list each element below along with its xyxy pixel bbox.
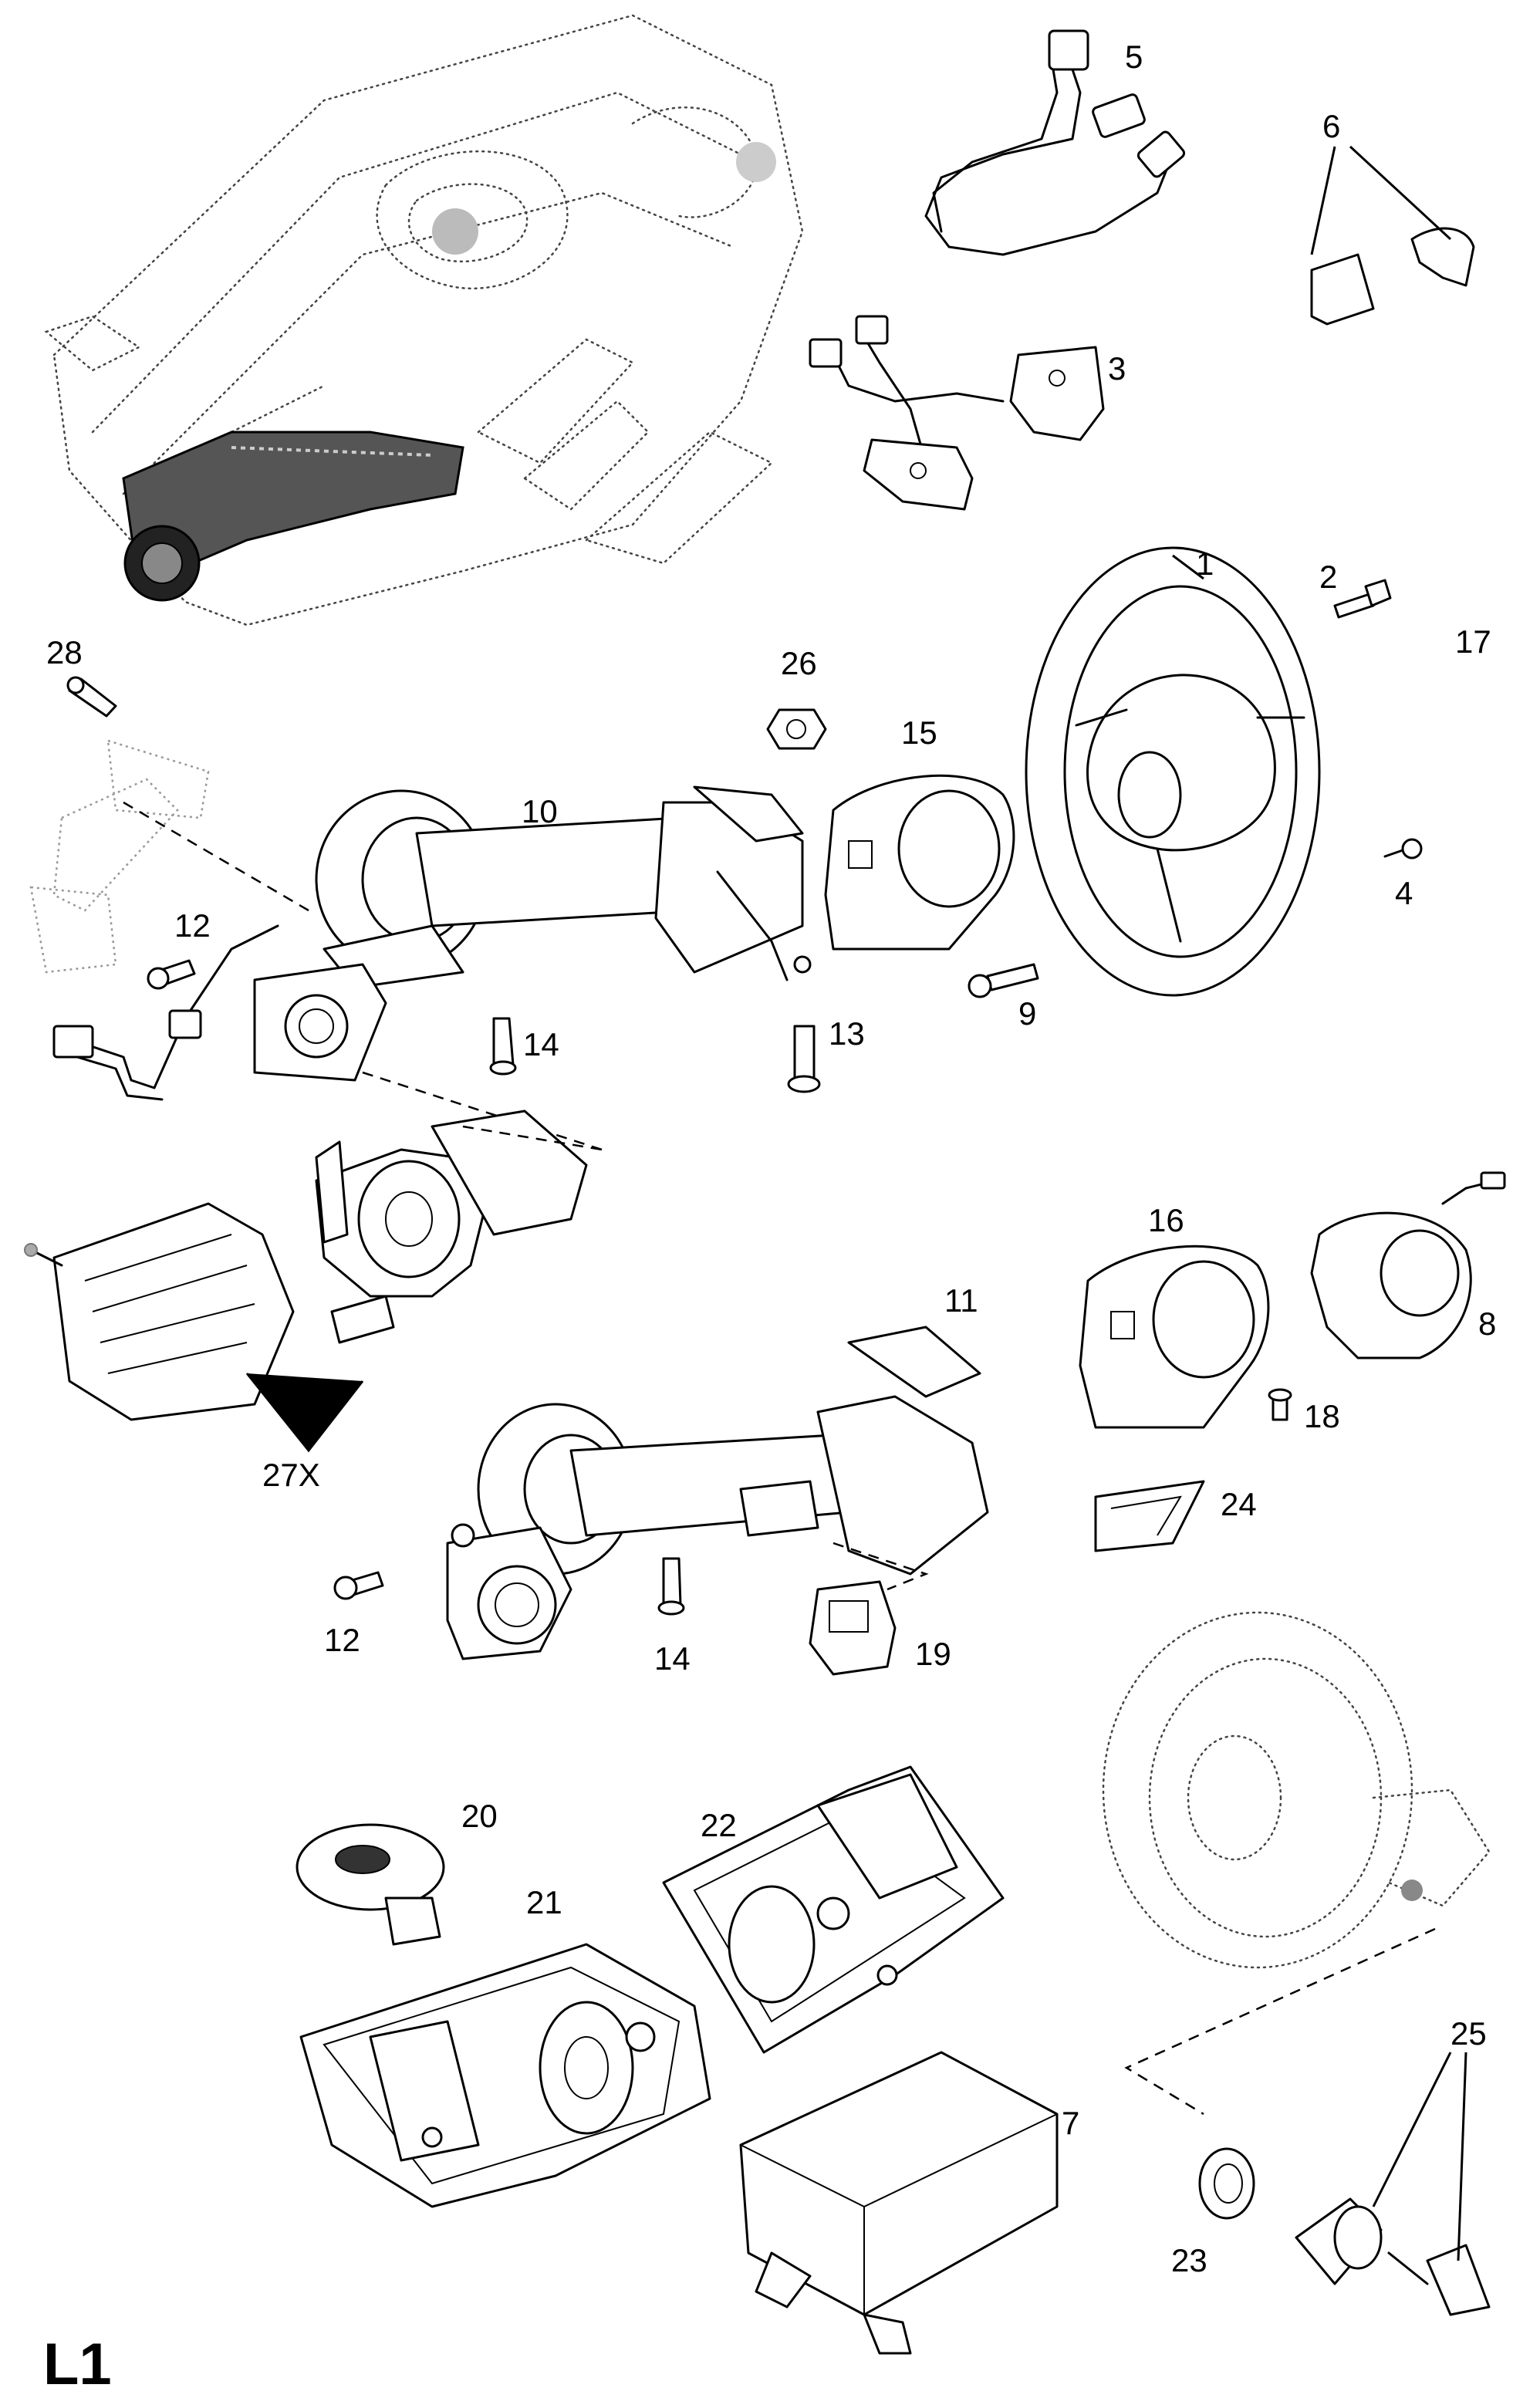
callout-11: 11 bbox=[944, 1282, 978, 1319]
callout-18: 18 bbox=[1304, 1398, 1340, 1434]
part-1-steering-wheel bbox=[1025, 546, 1321, 997]
column-mounting-bracket bbox=[253, 963, 387, 1082]
part-12-bolt-lower bbox=[333, 1571, 384, 1600]
callout-2: 2 bbox=[1319, 559, 1337, 595]
part-2-bolt bbox=[1333, 579, 1392, 619]
callout-1: 1 bbox=[1196, 545, 1214, 582]
callout-5: 5 bbox=[1125, 39, 1143, 75]
callout-9: 9 bbox=[1018, 995, 1036, 1032]
part-3-wheel-switches bbox=[809, 315, 1105, 511]
callout-14-upper: 14 bbox=[523, 1026, 559, 1062]
callout-labels: 1 2 3 4 5 6 7 8 9 10 11 12 12 13 14 14 1… bbox=[46, 39, 1496, 2278]
part-8-clock-spring bbox=[1310, 1171, 1506, 1359]
callout-25: 25 bbox=[1451, 2015, 1487, 2052]
part-18-screw bbox=[1268, 1388, 1292, 1421]
part-16-column-shroud bbox=[1079, 1245, 1270, 1429]
part-15-column-shroud bbox=[824, 774, 1015, 951]
callout-16: 16 bbox=[1148, 1202, 1184, 1238]
callout-22: 22 bbox=[701, 1807, 737, 1843]
part-10-steering-column bbox=[315, 785, 812, 989]
part-27x-power-steering-unit bbox=[24, 1109, 588, 1421]
part-5-wiring-harness bbox=[924, 29, 1186, 256]
callout-20: 20 bbox=[461, 1798, 498, 1834]
part-23-ring bbox=[1198, 2147, 1255, 2220]
part-25-key bbox=[1387, 2244, 1491, 2316]
intermediate-shaft-reference bbox=[29, 739, 210, 974]
callout-28: 28 bbox=[46, 634, 83, 670]
callout-10: 10 bbox=[522, 793, 558, 829]
callout-23: 23 bbox=[1171, 2242, 1207, 2278]
steering-wheel-reference bbox=[1102, 1611, 1491, 1969]
part-20-horn-button bbox=[296, 1823, 445, 1946]
callout-27x: 27X bbox=[262, 1457, 320, 1493]
part-13-bolt bbox=[787, 1025, 821, 1093]
part-26-nut bbox=[766, 708, 827, 750]
part-21-airbag-housing bbox=[299, 1943, 711, 2208]
part-11-steering-column bbox=[446, 1326, 989, 1660]
callout-6: 6 bbox=[1322, 108, 1340, 144]
callout-14-lower: 14 bbox=[654, 1640, 691, 1677]
part-9-bolt bbox=[968, 963, 1039, 998]
cable-to-column bbox=[52, 924, 279, 1101]
part-24-clip bbox=[1094, 1480, 1205, 1552]
part-4-screw bbox=[1383, 838, 1423, 860]
steering-column-in-dashboard bbox=[122, 431, 464, 602]
part-19-switch bbox=[809, 1580, 897, 1676]
part-14-bolt-lower bbox=[657, 1557, 685, 1616]
callout-13: 13 bbox=[829, 1015, 865, 1052]
callout-15: 15 bbox=[901, 714, 937, 751]
part-25-lock-cylinder bbox=[1295, 2197, 1383, 2285]
callout-21: 21 bbox=[526, 1884, 562, 1920]
callout-8: 8 bbox=[1478, 1305, 1496, 1342]
callout-3: 3 bbox=[1108, 350, 1126, 387]
part-28-bolt bbox=[66, 676, 117, 718]
part-22-airbag-housing bbox=[662, 1765, 1005, 2054]
callout-12-upper: 12 bbox=[174, 907, 211, 944]
part-7-airbag-control-module bbox=[739, 2051, 1059, 2355]
callout-24: 24 bbox=[1221, 1486, 1257, 1522]
callout-7: 7 bbox=[1062, 2105, 1079, 2141]
callout-19: 19 bbox=[915, 1636, 951, 1672]
callout-17: 17 bbox=[1455, 623, 1491, 660]
callout-26: 26 bbox=[781, 645, 817, 681]
leader-lines bbox=[1172, 145, 1467, 2261]
part-14-bolt-upper bbox=[489, 1017, 517, 1076]
callout-4: 4 bbox=[1395, 875, 1413, 911]
callout-12-lower: 12 bbox=[324, 1622, 360, 1658]
part-12-bolt-upper bbox=[147, 959, 196, 990]
part-6-trim-covers bbox=[1310, 227, 1475, 326]
page-label: L1 bbox=[43, 2332, 112, 2397]
